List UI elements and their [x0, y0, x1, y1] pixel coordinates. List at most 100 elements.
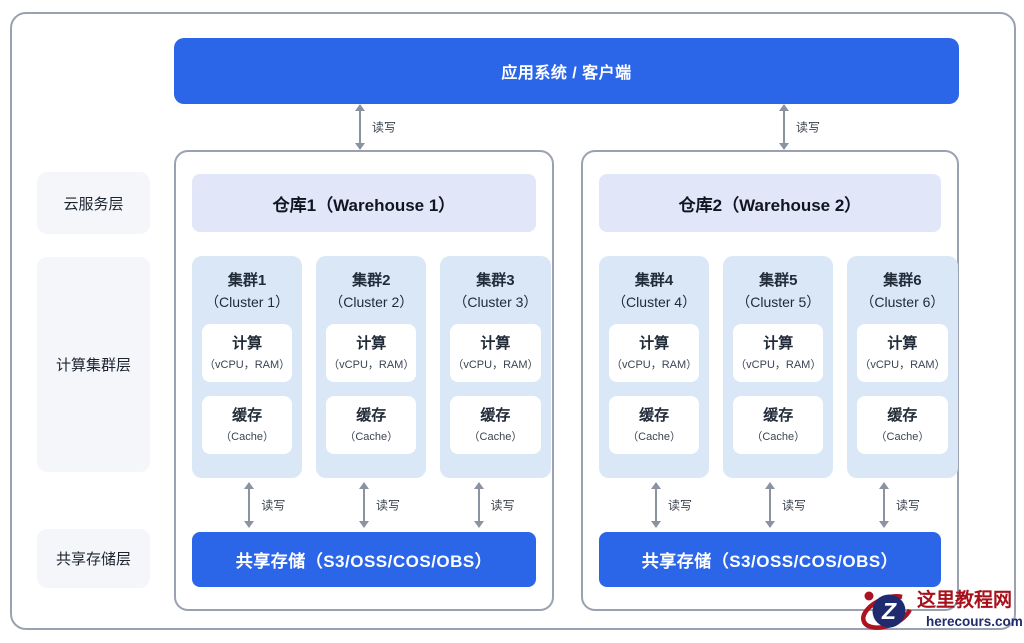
- cluster-name: 集群6: [883, 272, 922, 289]
- arrow-line: [248, 487, 251, 523]
- cache-title: 缓存: [639, 407, 670, 424]
- arrow-up-icon: [244, 482, 255, 489]
- layer-label-text: 共享存储层: [55, 551, 131, 568]
- warehouse-1-clusters: 集群1 （Cluster 1） 计算 （vCPU，RAM） 缓存 （Cache）…: [192, 256, 551, 478]
- cache-card: 缓存 （Cache）: [733, 396, 824, 454]
- cache-title: 缓存: [480, 407, 511, 424]
- arrow-line: [359, 109, 361, 145]
- arrow-down-icon: [765, 521, 775, 528]
- cluster-subtitle: （Cluster 1）: [205, 294, 290, 310]
- cache-subtitle: （Cache）: [468, 431, 523, 443]
- cache-title: 缓存: [356, 407, 387, 424]
- compute-subtitle: （vCPU，RAM）: [452, 359, 539, 371]
- arrow-cell: 读写: [827, 482, 941, 528]
- read-write-arrow-banner-warehouse1: 读写: [354, 104, 396, 150]
- warehouse-2-clusters: 集群4 （Cluster 4） 计算 （vCPU，RAM） 缓存 （Cache）…: [599, 256, 958, 478]
- warehouse-2-shared-storage-bar: 共享存储（S3/OSS/COS/OBS）: [599, 532, 941, 587]
- compute-subtitle: （vCPU，RAM）: [859, 359, 946, 371]
- read-write-label: 读写: [668, 498, 693, 513]
- arrow-cell: 读写: [713, 482, 827, 528]
- arrow-up-icon: [765, 482, 775, 489]
- arrow-up-icon: [359, 482, 369, 489]
- compute-card: 计算 （vCPU，RAM）: [733, 324, 824, 382]
- read-write-arrow-cluster5-storage: [764, 482, 776, 528]
- site-watermark: Z 这里教程网 herecours.com: [860, 582, 1024, 638]
- warehouse-title-text: 仓库1（Warehouse 1）: [272, 195, 456, 215]
- read-write-arrow-cluster3-storage: [473, 482, 485, 528]
- compute-title: 计算: [763, 335, 794, 352]
- compute-card: 计算 （vCPU，RAM）: [326, 324, 417, 382]
- cache-subtitle: （Cache）: [220, 431, 274, 443]
- layer-label-text: 计算集群层: [55, 357, 131, 374]
- arrow-cell: 读写: [599, 482, 713, 528]
- read-write-label: 读写: [261, 498, 286, 513]
- arrow-down-icon: [779, 143, 789, 150]
- arrow-up-icon: [651, 482, 661, 489]
- cluster-4-card: 集群4 （Cluster 4） 计算 （vCPU，RAM） 缓存 （Cache）: [599, 256, 710, 478]
- cache-card: 缓存 （Cache）: [326, 396, 417, 454]
- layer-label-text: 云服务层: [63, 195, 124, 213]
- cluster-1-card: 集群1 （Cluster 1） 计算 （vCPU，RAM） 缓存 （Cache）: [192, 256, 303, 478]
- cluster-3-card: 集群3 （Cluster 3） 计算 （vCPU，RAM） 缓存 （Cache）: [440, 256, 551, 478]
- app-client-banner: 应用系统 / 客户端: [174, 38, 959, 104]
- watermark-logo-letter: Z: [881, 598, 897, 624]
- cluster-subtitle: （Cluster 5）: [736, 294, 821, 310]
- arrow-up-icon: [879, 482, 889, 489]
- watermark-site-url: herecours.com: [926, 614, 1023, 629]
- watermark-orbit-dot: [864, 591, 874, 601]
- cache-card: 缓存 （Cache）: [857, 396, 948, 454]
- cache-title: 缓存: [232, 407, 263, 424]
- watermark-logo-circle: [872, 594, 906, 628]
- cluster-subtitle: （Cluster 3）: [453, 294, 538, 310]
- cluster-subtitle: （Cluster 6）: [860, 294, 945, 310]
- arrow-line: [769, 487, 771, 523]
- compute-subtitle: （vCPU，RAM）: [735, 359, 822, 371]
- cluster-subtitle: （Cluster 4）: [612, 294, 697, 310]
- warehouse-1-shared-storage-bar: 共享存储（S3/OSS/COS/OBS）: [192, 532, 536, 587]
- cache-subtitle: （Cache）: [875, 431, 930, 443]
- arrow-down-icon: [879, 521, 889, 528]
- shared-storage-label: 共享存储（S3/OSS/COS/OBS）: [235, 552, 493, 571]
- arrow-up-icon: [779, 104, 789, 111]
- arrow-line: [655, 487, 657, 523]
- arrow-down-icon: [244, 521, 255, 528]
- read-write-label: 读写: [796, 120, 821, 135]
- compute-card: 计算 （vCPU，RAM）: [857, 324, 948, 382]
- compute-subtitle: （vCPU，RAM）: [204, 359, 291, 371]
- read-write-arrow-banner-warehouse2: 读写: [778, 104, 820, 150]
- arrow-line: [477, 487, 480, 523]
- read-write-label: 读写: [376, 498, 401, 513]
- cache-subtitle: （Cache）: [344, 431, 399, 443]
- warehouse-1-container: 仓库1（Warehouse 1） 集群1 （Cluster 1） 计算 （vCP…: [174, 150, 554, 611]
- watermark-site-name: 这里教程网: [917, 588, 1012, 611]
- arrow-down-icon: [355, 143, 365, 150]
- cluster-6-card: 集群6 （Cluster 6） 计算 （vCPU，RAM） 缓存 （Cache）: [847, 256, 958, 478]
- compute-card: 计算 （vCPU，RAM）: [450, 324, 541, 382]
- app-client-banner-label: 应用系统 / 客户端: [501, 65, 632, 82]
- cluster-subtitle: （Cluster 2）: [329, 294, 414, 310]
- compute-title: 计算: [356, 335, 387, 352]
- cache-title: 缓存: [763, 407, 794, 424]
- read-write-label: 读写: [896, 498, 921, 513]
- compute-subtitle: （vCPU，RAM）: [328, 359, 415, 371]
- arrow-line: [363, 487, 365, 523]
- arrow-line: [783, 109, 785, 145]
- watermark-logo: Z 这里教程网 herecours.com: [861, 588, 1023, 630]
- layer-label-cloud-service: 云服务层: [37, 172, 150, 234]
- shared-storage-label: 共享存储（S3/OSS/COS/OBS）: [641, 552, 899, 571]
- read-write-label: 读写: [782, 498, 807, 513]
- arrow-up-icon: [473, 482, 484, 489]
- cache-card: 缓存 （Cache）: [450, 396, 541, 454]
- compute-title: 计算: [639, 335, 670, 352]
- warehouse-2-container: 仓库2（Warehouse 2） 集群4 （Cluster 4） 计算 （vCP…: [581, 150, 959, 611]
- read-write-arrow-cluster6-storage: [878, 482, 890, 528]
- layer-label-shared-storage: 共享存储层: [37, 529, 150, 588]
- warehouse-1-title: 仓库1（Warehouse 1）: [192, 174, 536, 232]
- cache-title: 缓存: [887, 407, 918, 424]
- read-write-arrow-cluster4-storage: [650, 482, 662, 528]
- compute-subtitle: （vCPU，RAM）: [611, 359, 698, 371]
- arrow-up-icon: [355, 104, 365, 111]
- arrow-line: [883, 487, 885, 523]
- cache-subtitle: （Cache）: [627, 431, 681, 443]
- cluster-name: 集群1: [227, 272, 267, 289]
